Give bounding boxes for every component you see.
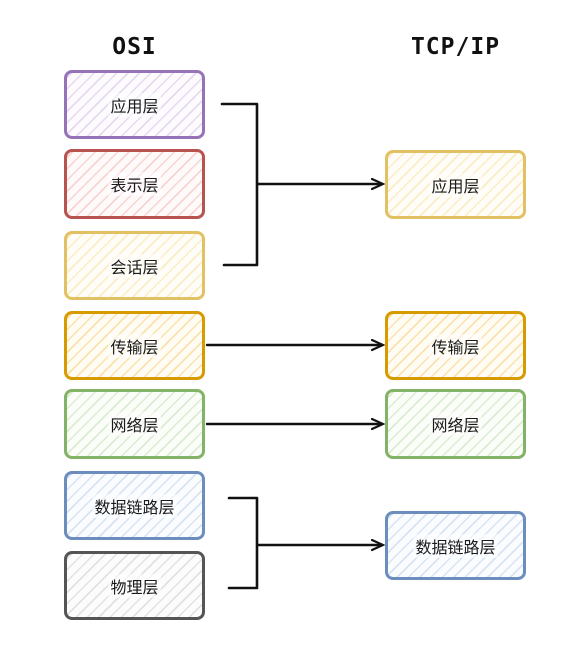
osi-presentation-layer-label: 表示层	[108, 172, 161, 196]
link-group-bracket	[227, 496, 259, 590]
tcpip-data-link-layer: 数据链路层	[385, 511, 526, 580]
osi-data-link-layer: 数据链路层	[64, 471, 205, 540]
osi-physical-layer: 物理层	[64, 551, 205, 620]
osi-column-title: OSI	[112, 34, 157, 60]
osi-transport-layer: 传输层	[64, 311, 205, 380]
tcpip-application-layer-label: 应用层	[429, 172, 482, 197]
tcpip-data-link-layer-label: 数据链路层	[413, 533, 498, 558]
osi-network-layer: 网络层	[64, 389, 205, 459]
osi-data-link-layer-label: 数据链路层	[92, 493, 177, 518]
osi-session-layer-label: 会话层	[108, 253, 161, 278]
osi-transport-layer-label: 传输层	[108, 333, 161, 358]
osi-presentation-layer: 表示层	[64, 149, 205, 219]
application-group-bracket	[220, 102, 259, 267]
tcpip-transport-layer: 传输层	[385, 311, 526, 380]
osi-network-layer-label: 网络层	[108, 412, 161, 436]
osi-application-layer: 应用层	[64, 70, 205, 139]
osi-session-layer: 会话层	[64, 231, 205, 300]
osi-physical-layer-label: 物理层	[108, 573, 161, 598]
osi-application-layer-label: 应用层	[108, 92, 161, 117]
tcpip-transport-layer-label: 传输层	[429, 333, 482, 358]
tcpip-application-layer: 应用层	[385, 150, 526, 219]
tcpip-network-layer: 网络层	[385, 389, 526, 459]
tcpip-column-title: TCP/IP	[410, 34, 501, 60]
tcpip-network-layer-label: 网络层	[429, 412, 482, 436]
